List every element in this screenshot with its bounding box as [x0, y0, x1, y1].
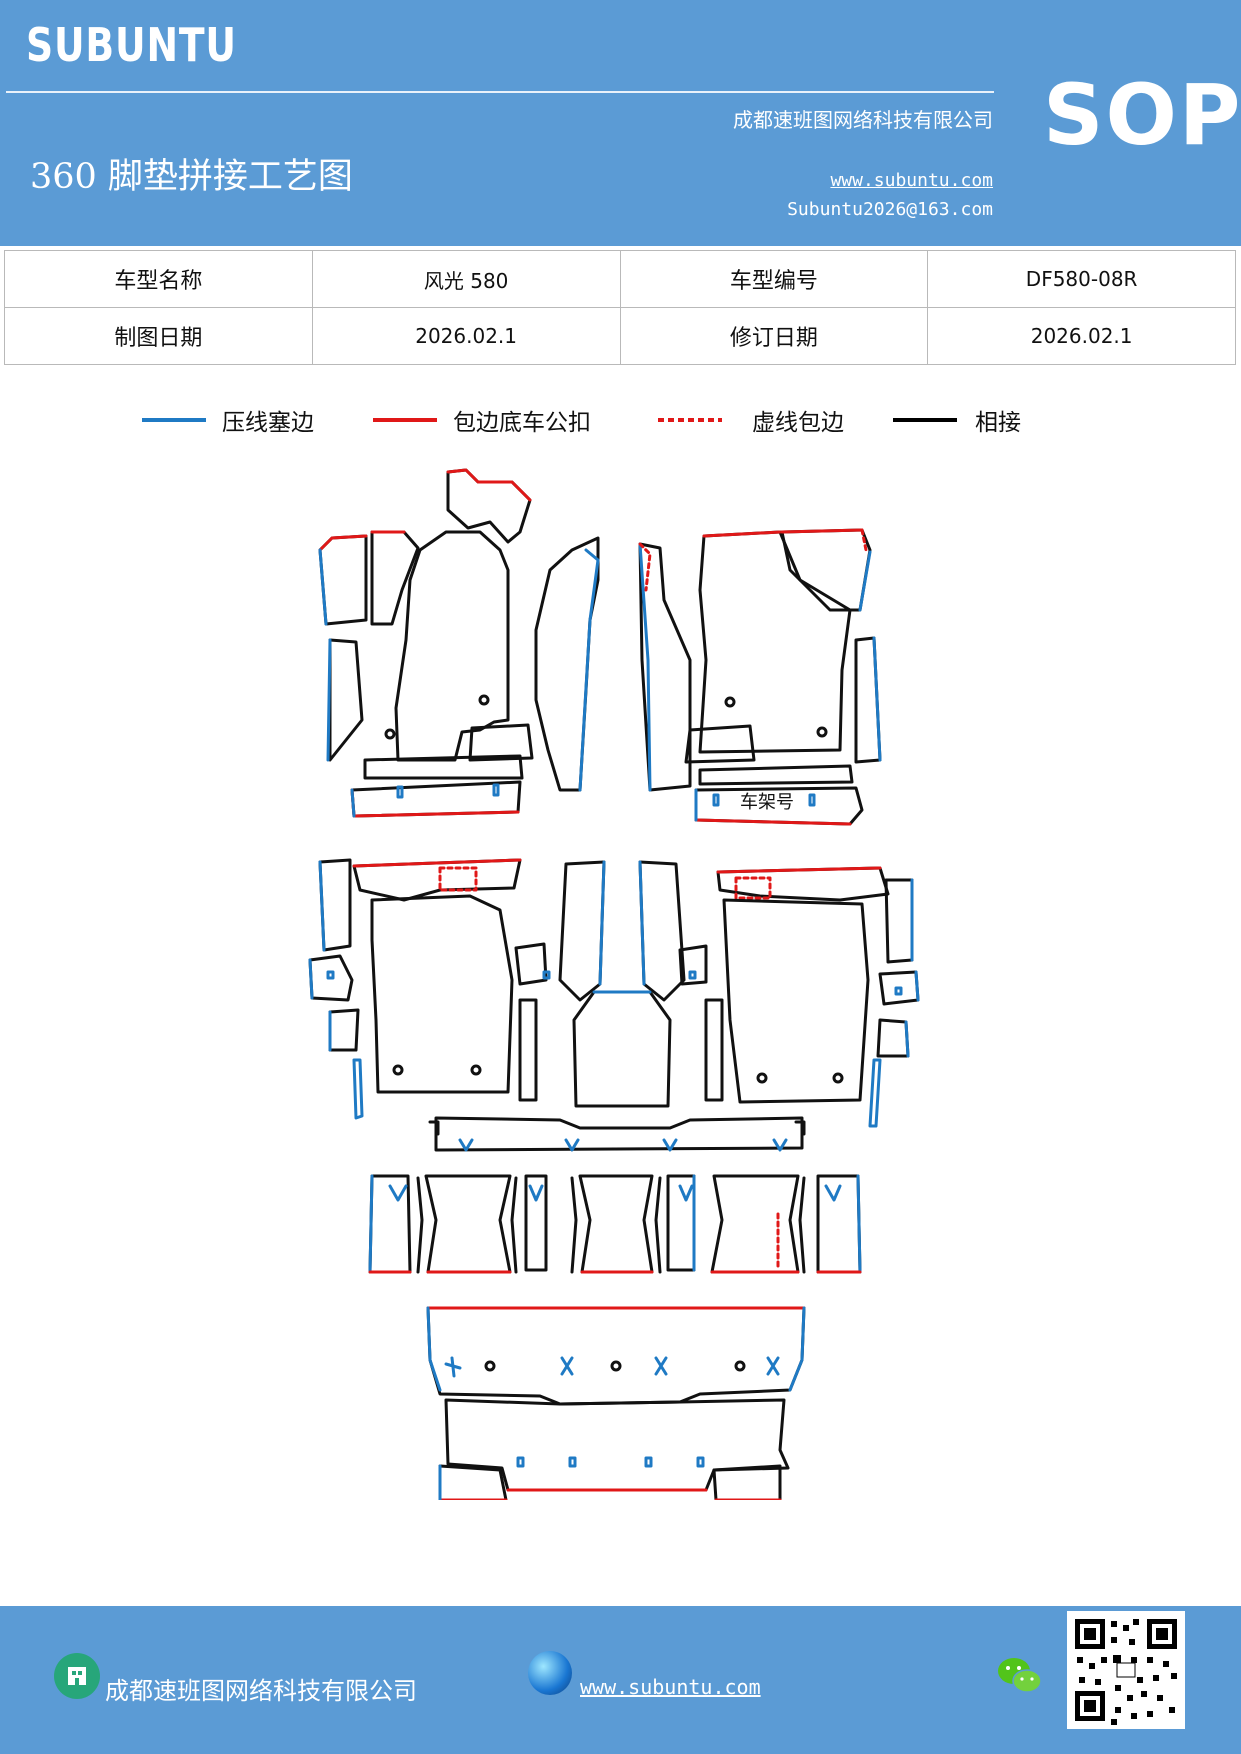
vehicle-info-table: 车型名称 风光 580 车型编号 DF580-08R 制图日期 2026.02.… [4, 250, 1236, 365]
revise-date-value: 2026.02.1 [927, 307, 1236, 365]
front-right-mat: 车架号 [638, 528, 882, 826]
model-code-label: 车型编号 [619, 250, 929, 308]
floor-mat-diagram: 车架号 [308, 468, 920, 1500]
header-website-link[interactable]: www.subuntu.com [830, 170, 993, 191]
legend-item-dotted-edge: 虚线包边 [658, 400, 844, 440]
qr-code [1067, 1611, 1185, 1729]
globe-icon [528, 1651, 572, 1695]
wechat-icon[interactable] [996, 1654, 1044, 1702]
legend-item-edge-buckle: 包边底车公扣 [373, 400, 591, 440]
third-row-mats [368, 1174, 862, 1274]
building-icon [54, 1653, 100, 1699]
footer-banner: 成都速班图网络科技有限公司 www.subuntu.com [0, 1606, 1241, 1754]
table-row: 制图日期 2026.02.1 修订日期 2026.02.1 [4, 307, 1236, 365]
legend-swatch-red-dotted [658, 418, 722, 422]
model-name-label: 车型名称 [4, 250, 313, 308]
legend-label: 包边底车公扣 [453, 410, 591, 436]
middle-strip [428, 1116, 806, 1152]
legend-swatch-blue [142, 418, 206, 422]
footer-company: 成都速班图网络科技有限公司 [105, 1677, 417, 1705]
header-email: Subuntu2026@163.com [787, 199, 993, 220]
header-divider [6, 91, 994, 93]
draw-date-value: 2026.02.1 [311, 307, 621, 365]
header-company: 成都速班图网络科技有限公司 [733, 108, 993, 132]
legend-swatch-black [893, 418, 957, 422]
footer-website-link[interactable]: www.subuntu.com [580, 1675, 761, 1699]
rear-mat [426, 1306, 806, 1500]
second-row-mats [308, 858, 920, 1128]
draw-date-label: 制图日期 [4, 307, 313, 365]
model-name-value: 风光 580 [311, 250, 621, 308]
sop-badge: SOP [1043, 66, 1241, 164]
legend-item-press-line: 压线塞边 [142, 400, 314, 440]
model-code-value: DF580-08R [927, 250, 1236, 308]
legend-label: 压线塞边 [222, 410, 314, 436]
front-left-mat [318, 468, 600, 818]
legend-swatch-red [373, 418, 437, 422]
header-banner: SUBUNTU 成都速班图网络科技有限公司 360 脚垫拼接工艺图 www.su… [0, 0, 1241, 246]
legend-item-joint: 相接 [893, 400, 1021, 440]
table-row: 车型名称 风光 580 车型编号 DF580-08R [4, 250, 1236, 308]
document-title: 360 脚垫拼接工艺图 [30, 157, 353, 197]
revise-date-label: 修订日期 [619, 307, 929, 365]
legend-label: 虚线包边 [752, 410, 844, 436]
brand-logo: SUBUNTU [26, 18, 237, 72]
legend-label: 相接 [975, 410, 1021, 436]
frame-number-label: 车架号 [740, 792, 794, 812]
